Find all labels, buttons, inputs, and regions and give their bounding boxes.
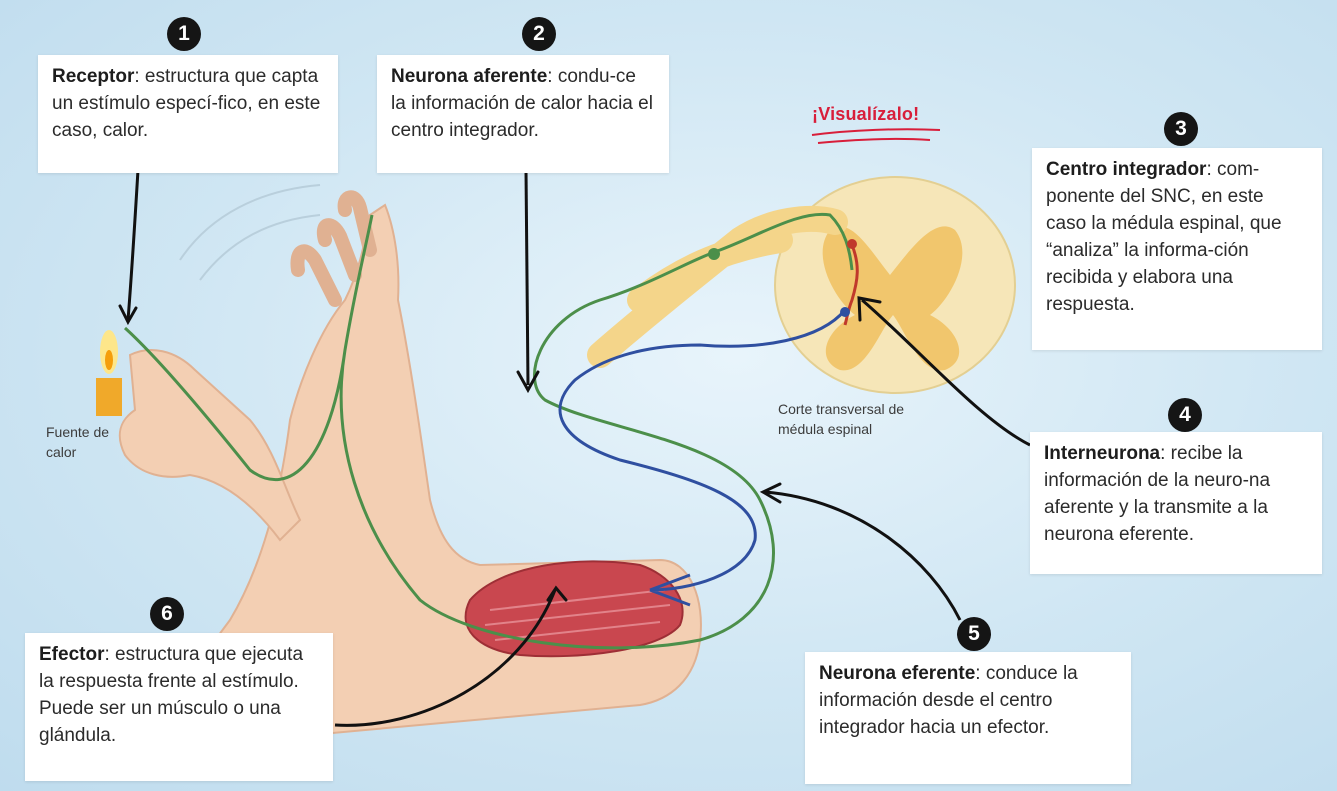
step-5-term: Neurona eferente [819, 663, 975, 684]
spinal-section-label: Corte transversal de médula espinal [778, 399, 943, 439]
arrow-1 [128, 170, 138, 320]
step-6-card: Efector: estructura que ejecuta la respu… [25, 633, 333, 781]
heat-source-label: Fuente de calor [46, 422, 116, 462]
step-3-card: Centro integrador: com-ponente del SNC, … [1032, 148, 1322, 350]
afferent-soma [708, 248, 720, 260]
candle-flame-core [105, 350, 113, 370]
step-2-badge: 2 [522, 17, 556, 51]
step-3-badge: 3 [1164, 112, 1198, 146]
efferent-soma [840, 307, 850, 317]
arrow-5 [765, 492, 960, 620]
step-3-description: : com-ponente del SNC, en este caso la m… [1046, 159, 1282, 315]
step-1-badge: 1 [167, 17, 201, 51]
step-6-term: Efector [39, 644, 104, 665]
step-5-badge: 5 [957, 617, 991, 651]
arrow-2 [526, 170, 528, 385]
candle-body [96, 378, 122, 416]
step-4-card: Interneurona: recibe la información de l… [1030, 432, 1322, 574]
step-2-card: Neurona aferente: condu-ce la informació… [377, 55, 669, 173]
visualize-underline [812, 129, 940, 143]
step-4-term: Interneurona [1044, 443, 1160, 464]
step-6-badge: 6 [150, 597, 184, 631]
lower-hand [120, 350, 300, 540]
interneuron-soma [847, 239, 857, 249]
step-1-card: Receptor: estructura que capta un estímu… [38, 55, 338, 173]
step-5-card: Neurona eferente: conduce la información… [805, 652, 1131, 784]
visualize-callout: ¡Visualízalo! [812, 104, 919, 125]
step-4-badge: 4 [1168, 398, 1202, 432]
step-2-term: Neurona aferente [391, 66, 547, 87]
step-3-term: Centro integrador [1046, 159, 1206, 180]
step-1-term: Receptor [52, 66, 134, 87]
